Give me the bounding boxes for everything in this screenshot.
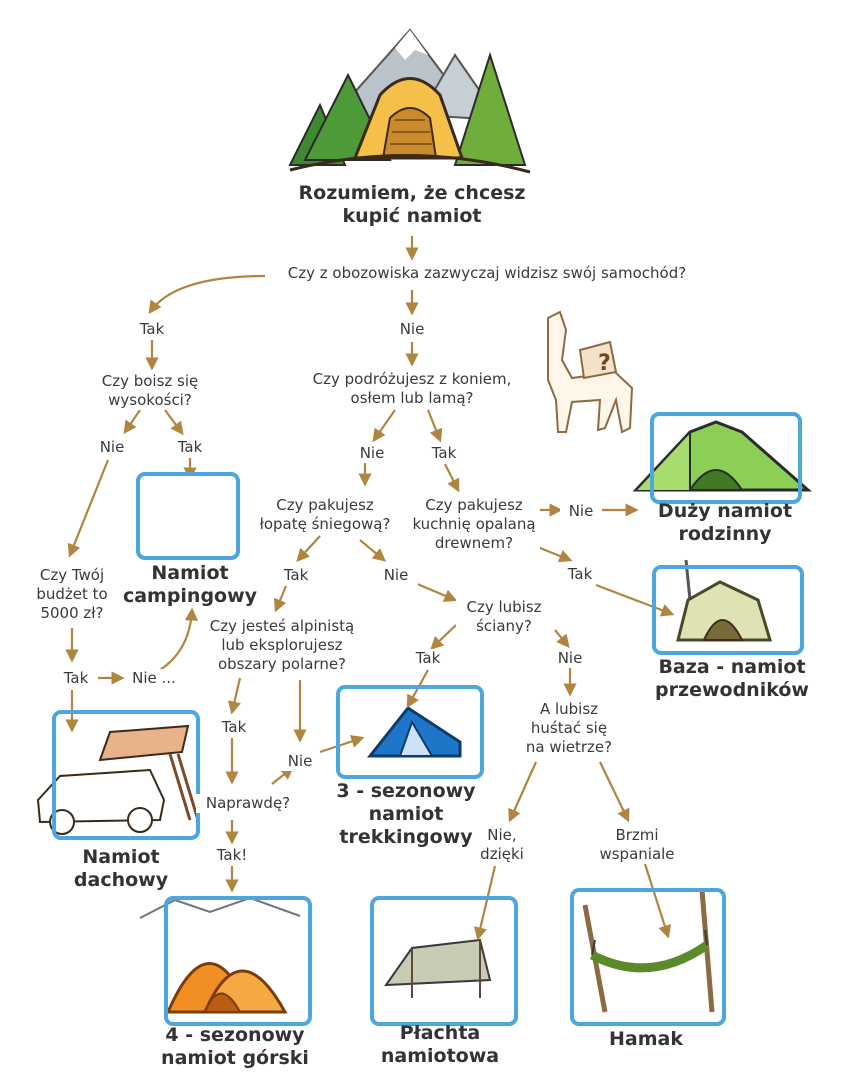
answer-climber-yes: Tak [212, 718, 256, 737]
three-season-tent-illustration [366, 705, 462, 758]
question-shovel-line-2: łopatę śniegową? [259, 515, 391, 533]
result-outfitter-line-1: Baza - namiot [658, 656, 806, 678]
question-swing: A lubisz huśtać się na wietrze? [516, 700, 622, 757]
result-four-season-tent: 4 - sezonowy namiot górski [140, 1024, 330, 1070]
answer-swing-yes-line-1: Brzmi [615, 826, 659, 844]
question-really: Naprawdę? [196, 794, 300, 813]
answer-budget-yes: Tak [54, 669, 98, 688]
result-four-season-line-1: 4 - sezonowy [165, 1024, 305, 1046]
header-tent-illustration [288, 28, 531, 174]
question-climber-line-2: lub eksplorujesz [221, 636, 343, 654]
result-family-line-1: Duży namiot [657, 500, 793, 522]
result-three-season-line-3: trekkingowy [339, 826, 473, 848]
question-budget: Czy Twój budżet to 5000 zł? [28, 566, 116, 623]
question-budget-line-1: Czy Twój [39, 566, 105, 584]
result-camping-line-1: Namiot [151, 562, 229, 584]
result-camping-line-2: campingowy [122, 585, 258, 607]
question-heights-line-2: wysokości? [108, 391, 192, 409]
hammock-illustration [582, 889, 715, 1013]
question-heights-line-1: Czy boisz się [101, 372, 199, 390]
result-camping-tent: Namiot campingowy [110, 562, 270, 608]
answer-shovel-yes: Tak [274, 566, 318, 585]
answer-walls-yes: Tak [406, 649, 450, 668]
question-shovel: Czy pakujesz łopatę śniegową? [252, 496, 398, 534]
result-three-season-line-1: 3 - sezonowy [336, 780, 476, 802]
answer-swing-no-line-2: dzięki [480, 845, 524, 863]
answer-stove-yes: Tak [558, 565, 602, 584]
result-tarp-line-1: Płachta [399, 1022, 481, 1044]
question-stove-line-1: Czy pakujesz [425, 496, 523, 514]
svg-text:?: ? [598, 351, 611, 376]
answer-car-yes: Tak [130, 320, 174, 339]
result-three-season-tent: 3 - sezonowy namiot trekkingowy [316, 780, 496, 849]
answer-animal-no: Nie [350, 444, 394, 463]
answer-swing-no: Nie, dzięki [472, 826, 532, 864]
answer-heights-no: Nie [92, 438, 132, 457]
question-walls: Czy lubisz ściany? [456, 598, 552, 636]
question-animal: Czy podróżujesz z koniem, osłem lub lamą… [294, 370, 530, 408]
question-stove: Czy pakujesz kuchnię opalaną drewnem? [408, 496, 540, 553]
question-walls-line-1: Czy lubisz [466, 598, 542, 616]
question-shovel-line-1: Czy pakujesz [276, 496, 374, 514]
title-line-2: kupić namiot [342, 205, 482, 227]
question-animal-line-2: osłem lub lamą? [350, 389, 474, 407]
three-season-tent-frame [336, 685, 484, 779]
question-animal-line-1: Czy podróżujesz z koniem, [312, 370, 512, 388]
rooftop-tent-illustration [36, 724, 200, 835]
question-heights: Czy boisz się wysokości? [90, 372, 210, 410]
camping-tent-frame [136, 472, 240, 560]
four-season-tent-illustration [139, 896, 301, 1014]
llama-illustration: ? [547, 310, 634, 434]
result-family-tent: Duży namiot rodzinny [640, 500, 810, 546]
question-swing-line-3: na wietrze? [525, 738, 613, 756]
question-stove-line-3: drewnem? [434, 534, 514, 552]
question-car: Czy z obozowiska zazwyczaj widzisz swój … [266, 264, 708, 283]
question-budget-line-3: 5000 zł? [40, 604, 104, 622]
flow-arrows [65, 236, 675, 941]
question-swing-line-1: A lubisz [539, 700, 599, 718]
result-tarp-line-2: namiotowa [380, 1045, 500, 1067]
flowchart-title: Rozumiem, że chcesz kupić namiot [262, 182, 562, 228]
question-budget-line-2: budżet to [36, 585, 108, 603]
result-outfitter-line-2: przewodników [655, 679, 809, 701]
result-outfitter-tent: Baza - namiot przewodników [632, 656, 832, 702]
answer-climber-no: Nie [280, 752, 320, 771]
tarp-frame [370, 896, 518, 1026]
answer-heights-yes: Tak [168, 438, 212, 457]
hammock-frame [570, 888, 726, 1026]
question-walls-line-2: ściany? [476, 617, 532, 635]
answer-budget-no: Nie ... [124, 669, 184, 688]
result-three-season-line-2: namiot [368, 803, 444, 825]
result-four-season-line-2: namiot górski [161, 1047, 309, 1069]
question-climber-line-3: obszary polarne? [217, 655, 347, 673]
rooftop-tent-frame [52, 710, 200, 840]
answer-walls-no: Nie [548, 649, 592, 668]
result-hammock: Hamak [609, 1028, 683, 1050]
question-climber: Czy jesteś alpinistą lub eksplorujesz ob… [200, 617, 364, 674]
family-tent-frame [650, 412, 802, 504]
question-stove-line-2: kuchnię opalaną [412, 515, 536, 533]
question-swing-line-2: huśtać się [530, 719, 608, 737]
answer-car-no: Nie [390, 320, 434, 339]
answer-swing-no-line-1: Nie, [487, 826, 517, 844]
family-tent-illustration [632, 420, 812, 492]
result-rooftop-tent: Namiot dachowy [46, 846, 196, 892]
answer-swing-yes: Brzmi wspaniale [592, 826, 682, 864]
answer-shovel-no: Nie [374, 566, 418, 585]
outfitter-tent-frame [652, 565, 804, 655]
answer-animal-yes: Tak [422, 444, 466, 463]
title-line-1: Rozumiem, że chcesz [298, 182, 526, 204]
question-climber-line-1: Czy jesteś alpinistą [209, 617, 355, 635]
result-rooftop-line-1: Namiot [82, 846, 160, 868]
four-season-tent-frame [164, 896, 312, 1026]
result-tarp: Płachta namiotowa [368, 1022, 512, 1068]
answer-really-yes: Tak! [208, 846, 256, 865]
answer-swing-yes-line-2: wspaniale [599, 845, 675, 863]
answer-stove-no: Nie [560, 502, 602, 521]
result-rooftop-line-2: dachowy [73, 869, 169, 891]
result-family-line-2: rodzinny [678, 523, 772, 545]
